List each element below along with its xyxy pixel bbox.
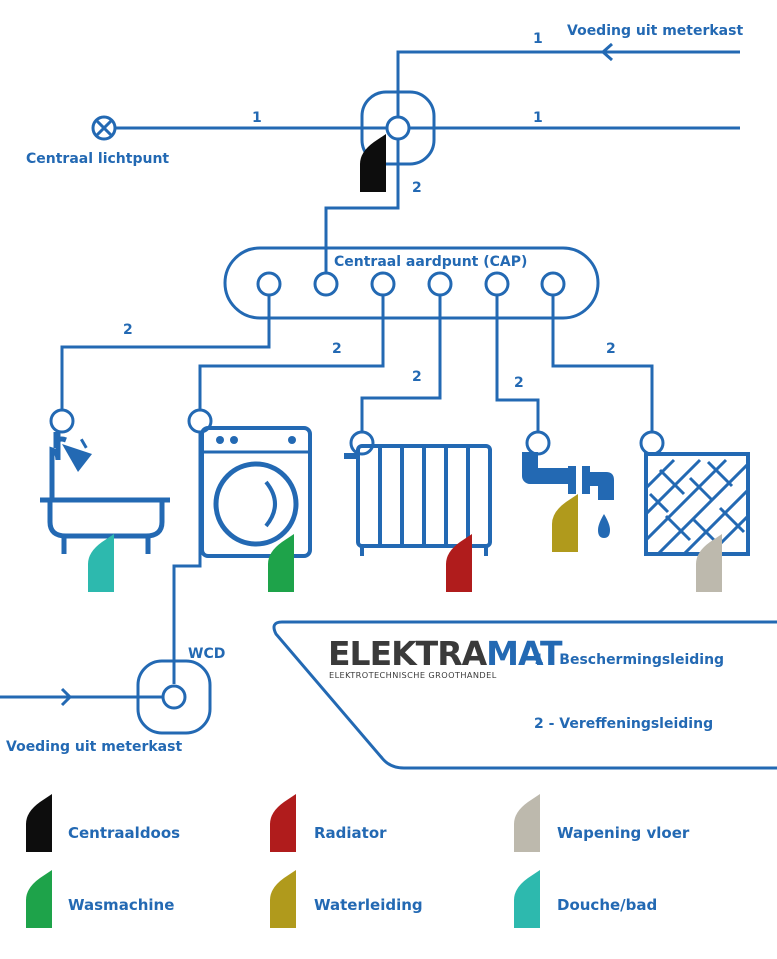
legend-label-douche-bad: Douche/bad: [557, 896, 657, 914]
legend-swatch-waterleiding: [270, 870, 296, 928]
central-light-label: Centraal lichtpunt: [26, 151, 169, 167]
legend-swatch-wasmachine: [26, 870, 52, 928]
legend-swatch-radiator: [270, 794, 296, 852]
key-panel: [272, 620, 777, 770]
logo-part-2: MAT: [486, 634, 563, 673]
cap-terminals: [256, 271, 566, 297]
cap-label: Centraal aardpunt (CAP): [334, 254, 527, 270]
wire-number-floor: 2: [606, 341, 616, 357]
wire-number-top-supply: 1: [533, 31, 543, 47]
wires: [0, 42, 740, 707]
cap-rail: [223, 246, 600, 320]
legend-label-wasmachine: Wasmachine: [68, 896, 174, 914]
legend-label-centraaldoos: Centraaldoos: [68, 824, 180, 842]
supply-top-arrow: [600, 42, 613, 62]
cap-terminal: [313, 271, 339, 297]
junction-terminal: [385, 115, 411, 141]
supply-bottom-arrow: [60, 687, 73, 707]
key-item-2: 2 - Vereffeningsleiding: [534, 716, 713, 732]
tap-flag: [552, 494, 578, 552]
wcd-label: WCD: [188, 646, 225, 662]
logo-subtitle: ELEKTROTECHNISCHE GROOTHANDEL: [329, 670, 497, 680]
supply-bottom-label: Voeding uit meterkast: [6, 739, 182, 755]
wire-number-tap: 2: [514, 375, 524, 391]
radiator-terminal: [349, 430, 375, 456]
wire-radiator: [360, 295, 442, 432]
supply-top-label: Voeding uit meterkast: [567, 23, 743, 39]
radiator-flag: [446, 534, 472, 592]
wire-bath: [60, 295, 271, 410]
wire-supply-top: [396, 50, 740, 118]
cap-terminal: [484, 271, 510, 297]
wire-number-light: 1: [252, 110, 262, 126]
wire-tap: [495, 295, 540, 432]
wire-number-to-cap: 2: [412, 180, 422, 196]
wire-number-bath: 2: [123, 322, 133, 338]
wire-floor: [551, 295, 654, 432]
floor-terminal: [639, 430, 665, 456]
cap-terminal: [256, 271, 282, 297]
bath-flag: [88, 534, 114, 592]
wcd-box: [136, 659, 212, 735]
floor-flag: [696, 534, 722, 592]
central-light-icon: [91, 115, 117, 141]
wire-to-cap: [324, 140, 400, 272]
cap-terminal: [370, 271, 396, 297]
legend-swatch-douche-bad: [514, 870, 540, 928]
cap-terminal: [540, 271, 566, 297]
svg-text:ELEKTRAMAT: ELEKTRAMAT: [328, 634, 563, 673]
legend-label-radiator: Radiator: [314, 824, 387, 842]
water-tap-icon: [522, 452, 614, 538]
wire-number-right: 1: [533, 110, 543, 126]
washer-terminal: [187, 408, 213, 434]
wire-number-washer: 2: [332, 341, 342, 357]
floor-reinforcement-icon: [644, 452, 750, 556]
wcd-terminal: [161, 684, 187, 710]
cap-terminal: [427, 271, 453, 297]
tap-terminal: [525, 430, 551, 456]
legend-label-waterleiding: Waterleiding: [314, 896, 423, 914]
legend: Centraaldoos Radiator Wapening vloer Was…: [26, 794, 690, 928]
wire-washer: [198, 295, 385, 410]
junction-box-flag: [360, 134, 386, 192]
legend-label-wapening-vloer: Wapening vloer: [557, 824, 690, 842]
brand-logo: ELEKTRAMAT ELEKTROTECHNISCHE GROOTHANDEL: [328, 634, 564, 680]
key-item-1: 1 - Beschermingsleiding: [534, 652, 724, 668]
radiator-icon: [344, 444, 492, 556]
legend-swatch-centraaldoos: [26, 794, 52, 852]
junction-box: [360, 90, 436, 166]
wire-number-radiator: 2: [412, 369, 422, 385]
washing-machine-icon: [200, 426, 312, 558]
bath-terminal: [49, 408, 75, 434]
logo-part-1: ELEKTRA: [328, 634, 488, 673]
bath-icon: [40, 432, 170, 554]
legend-swatch-wapening-vloer: [514, 794, 540, 852]
